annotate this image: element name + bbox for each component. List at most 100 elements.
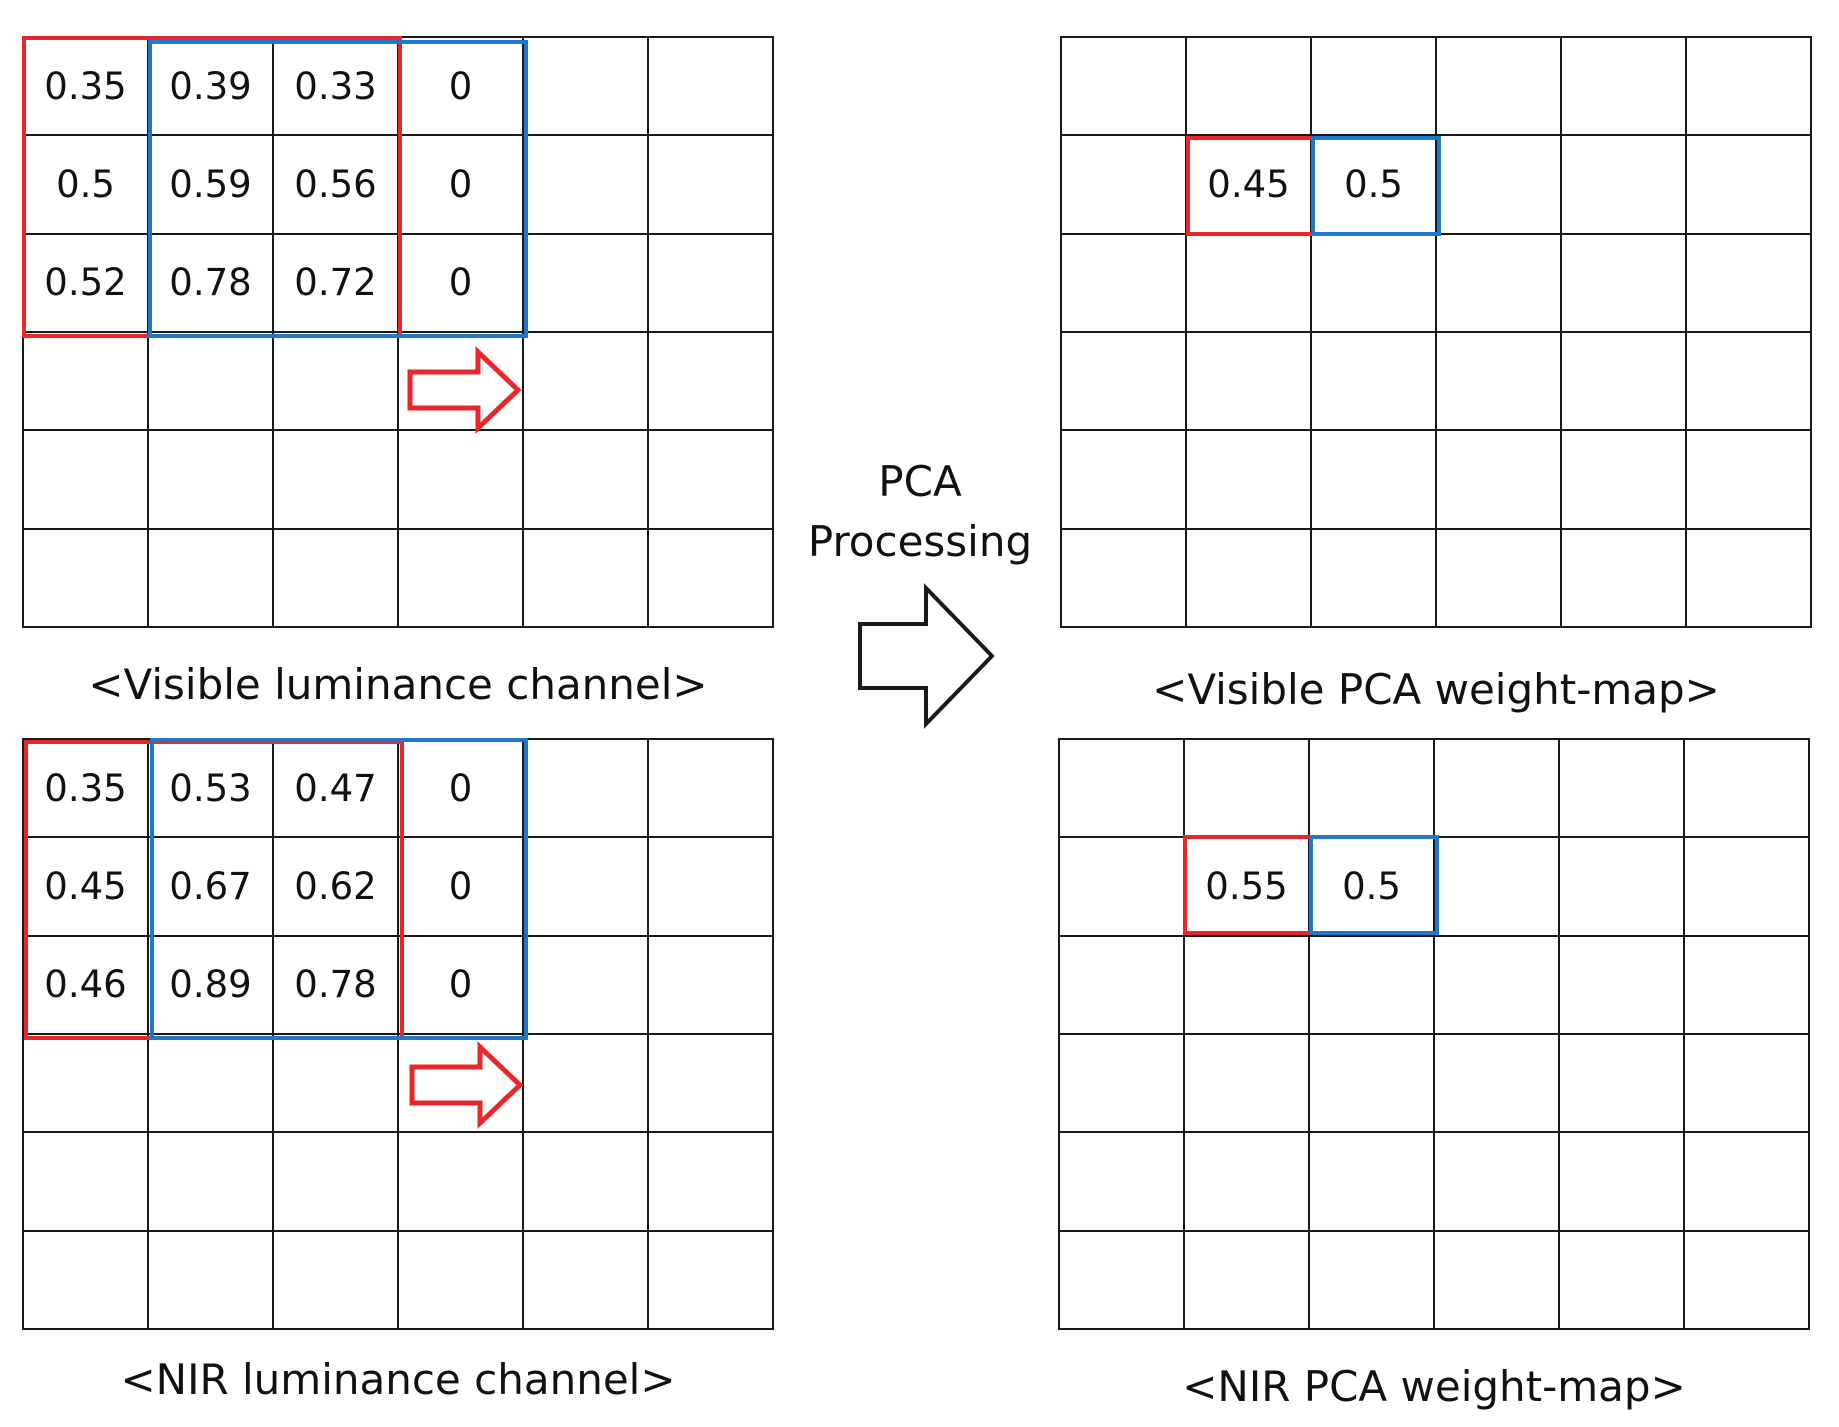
grid-cell xyxy=(649,431,774,530)
grid-cell xyxy=(1062,431,1187,530)
grid-cell xyxy=(274,333,399,432)
grid-cell: 0.46 xyxy=(24,936,149,1035)
grid-cell xyxy=(649,1133,774,1232)
grid-cell xyxy=(1687,431,1812,530)
visible-luminance-caption: <Visible luminance channel> xyxy=(88,660,708,709)
grid-cell xyxy=(524,38,649,137)
grid-cell xyxy=(24,1035,149,1134)
grid-cell xyxy=(1187,431,1312,530)
grid-cell: 0.89 xyxy=(149,936,274,1035)
grid-cell xyxy=(149,1231,274,1330)
grid-cell: 0.78 xyxy=(149,234,274,333)
grid-cell xyxy=(649,838,774,937)
grid-cell xyxy=(649,529,774,628)
grid-cell xyxy=(524,838,649,937)
grid-cell xyxy=(1185,936,1310,1035)
grid-cell xyxy=(649,936,774,1035)
grid-cell xyxy=(1435,1231,1560,1330)
grid-cell xyxy=(1185,1035,1310,1134)
grid-cell xyxy=(649,740,774,839)
grid-cell xyxy=(1562,136,1687,235)
grid-cell: 0.35 xyxy=(24,740,149,839)
grid-cell xyxy=(149,529,274,628)
grid-cell: 0.78 xyxy=(274,936,399,1035)
grid-cell xyxy=(649,333,774,432)
process-arrow-icon xyxy=(858,583,995,729)
grid-cell: 0 xyxy=(399,234,524,333)
grid-cell xyxy=(1437,38,1562,137)
grid-cell xyxy=(524,740,649,839)
grid-cell xyxy=(1685,936,1810,1035)
pca-label-line2: Processing xyxy=(807,517,1033,566)
grid-cell xyxy=(1185,740,1310,839)
grid-cell xyxy=(274,1035,399,1134)
grid-cell xyxy=(1437,529,1562,628)
grid-cell: 0.5 xyxy=(24,136,149,235)
grid-cell xyxy=(524,333,649,432)
grid-cell xyxy=(399,431,524,530)
nir-luminance-caption: <NIR luminance channel> xyxy=(120,1355,676,1404)
grid-cell xyxy=(1187,333,1312,432)
grid-cell: 0.72 xyxy=(274,234,399,333)
grid-cell: 0.53 xyxy=(149,740,274,839)
grid-cell: 0.55 xyxy=(1185,838,1310,937)
grid-cell: 0.52 xyxy=(24,234,149,333)
grid-cell xyxy=(24,1231,149,1330)
grid-cell: 0.35 xyxy=(24,38,149,137)
grid-cell: 0 xyxy=(399,740,524,839)
grid-cell xyxy=(524,936,649,1035)
grid-cell: 0.5 xyxy=(1312,136,1437,235)
grid-cell xyxy=(399,1231,524,1330)
grid-cell xyxy=(1435,1035,1560,1134)
grid-cell xyxy=(1310,936,1435,1035)
grid-cell xyxy=(1685,1035,1810,1134)
grid-cell xyxy=(24,333,149,432)
grid-cell xyxy=(1062,38,1187,137)
grid-cell: 0.67 xyxy=(149,838,274,937)
grid-cell xyxy=(1312,333,1437,432)
grid-cell xyxy=(1562,38,1687,137)
grid-cell: 0.59 xyxy=(149,136,274,235)
grid-cell xyxy=(274,1133,399,1232)
grid-cell xyxy=(1562,333,1687,432)
grid-cell xyxy=(1062,333,1187,432)
grid-cell xyxy=(1312,234,1437,333)
grid-cell xyxy=(1560,740,1685,839)
grid-cell: 0.45 xyxy=(1187,136,1312,235)
grid-cell: 0 xyxy=(399,136,524,235)
grid-cell: 0 xyxy=(399,38,524,137)
grid-cell xyxy=(1310,740,1435,839)
grid-cell xyxy=(399,1133,524,1232)
nir-weight-map-caption: <NIR PCA weight-map> xyxy=(1182,1362,1686,1411)
grid-cell: 0.45 xyxy=(24,838,149,937)
grid-cell xyxy=(1060,1133,1185,1232)
grid-cell xyxy=(649,234,774,333)
grid-cell xyxy=(1687,234,1812,333)
grid-cell xyxy=(524,136,649,235)
grid-cell xyxy=(524,1035,649,1134)
grid-cell xyxy=(1435,1133,1560,1232)
grid-cell xyxy=(524,234,649,333)
grid-cell xyxy=(399,333,524,432)
grid-cell xyxy=(1187,529,1312,628)
grid-cell xyxy=(1685,740,1810,839)
grid-cell xyxy=(1437,234,1562,333)
grid-cell xyxy=(1437,136,1562,235)
pca-processing-label: PCA Processing xyxy=(780,452,1060,572)
grid-cell xyxy=(24,529,149,628)
grid-cell xyxy=(399,1035,524,1134)
grid-cell xyxy=(1185,1133,1310,1232)
grid-cell xyxy=(1687,529,1812,628)
grid-cell xyxy=(1437,333,1562,432)
grid-cell xyxy=(1060,936,1185,1035)
grid-cell xyxy=(1685,838,1810,937)
grid-cell xyxy=(1437,431,1562,530)
grid-cell: 0.47 xyxy=(274,740,399,839)
grid-cell xyxy=(1187,234,1312,333)
grid-cell xyxy=(1687,333,1812,432)
grid-cell xyxy=(1435,740,1560,839)
